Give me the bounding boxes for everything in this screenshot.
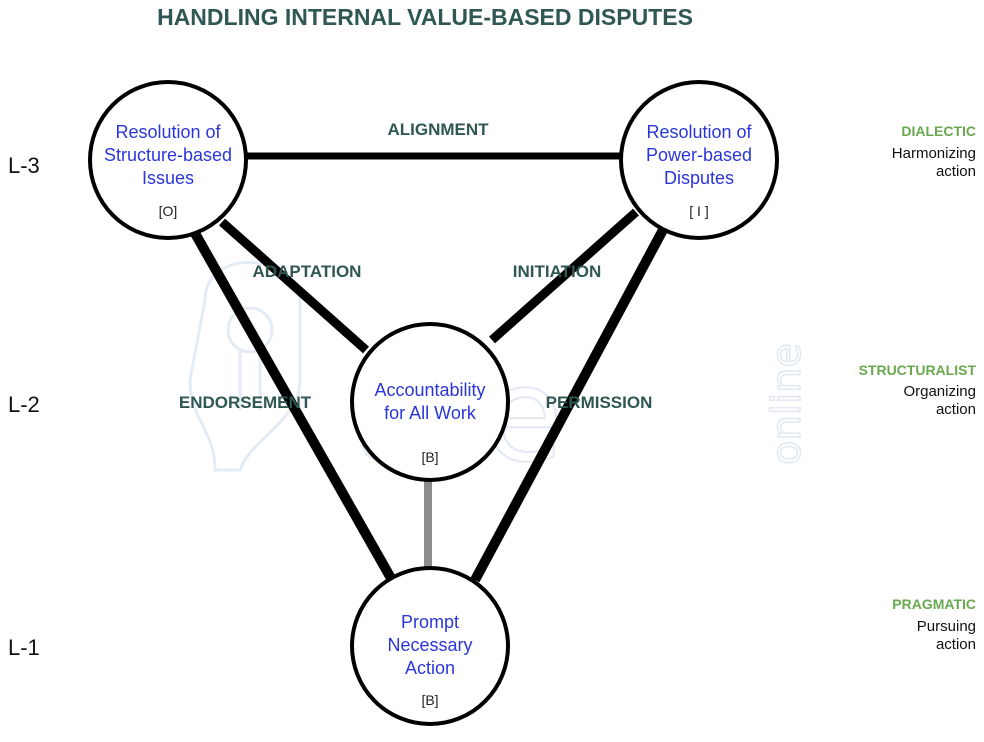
node-prompt-code: [B] (421, 692, 438, 708)
edge-permission (470, 225, 669, 583)
node-prompt-line-3: Action (405, 658, 455, 678)
watermark-sub: online (764, 343, 810, 465)
sidebar-structuralist-head: STRUCTURALIST (859, 362, 977, 378)
node-power-based: Resolution of Power-based Disputes [ I ] (619, 80, 779, 240)
sidebar-structuralist: STRUCTURALIST Organizing action (859, 362, 977, 418)
sidebar-pragmatic-sub2: action (936, 636, 976, 653)
page-title: HANDLING INTERNAL VALUE-BASED DISPUTES (157, 4, 693, 30)
level-label-l1: L-1 (8, 635, 40, 660)
node-accountability-line-1: Accountability (374, 380, 485, 400)
edge-label-initiation: INITIATION (513, 262, 601, 281)
node-structure-line-2: Structure-based (104, 145, 232, 165)
sidebar-pragmatic: PRAGMATIC Pursuing action (892, 596, 976, 653)
node-prompt-line-2: Necessary (387, 635, 472, 655)
edge-adaptation (219, 218, 369, 354)
node-structure-code: [O] (159, 203, 178, 219)
level-label-l2: L-2 (8, 392, 40, 417)
sidebar-pragmatic-sub1: Pursuing (917, 618, 976, 635)
edge-label-endorsement: ENDORSEMENT (179, 393, 312, 412)
node-power-line-3: Disputes (664, 168, 734, 188)
node-prompt-action: Prompt Necessary Action [B] (350, 566, 510, 726)
sidebar-dialectic-sub2: action (936, 163, 976, 180)
level-label-l3: L-3 (8, 153, 40, 178)
watermark-head-icon (188, 261, 302, 472)
node-accountability-code: [B] (421, 449, 438, 465)
node-power-line-1: Resolution of (646, 122, 752, 142)
node-prompt-line-1: Prompt (401, 612, 459, 632)
node-power-code: [ I ] (689, 203, 708, 219)
sidebar-pragmatic-head: PRAGMATIC (892, 596, 976, 612)
edges (187, 152, 669, 583)
node-power-line-2: Power-based (646, 145, 752, 165)
node-accountability-line-2: for All Work (384, 403, 477, 423)
node-structure-line-3: Issues (142, 168, 194, 188)
edge-label-adaptation: ADAPTATION (253, 262, 362, 281)
sidebar-dialectic-head: DIALECTIC (901, 123, 976, 139)
sidebar-structuralist-sub1: Organizing (903, 383, 976, 400)
node-structure-based: Resolution of Structure-based Issues [O] (88, 80, 248, 240)
sidebar-dialectic: DIALECTIC Harmonizing action (892, 123, 976, 180)
edge-label-permission: PERMISSION (546, 393, 653, 412)
edge-endorsement (187, 225, 397, 583)
edge-initiation (489, 208, 639, 344)
node-structure-line-1: Resolution of (115, 122, 221, 142)
sidebar-structuralist-sub2: action (936, 401, 976, 418)
sidebar-dialectic-sub1: Harmonizing (892, 145, 976, 162)
node-accountability: Accountability for All Work [B] (350, 322, 510, 482)
edge-label-alignment: ALIGNMENT (387, 120, 489, 139)
